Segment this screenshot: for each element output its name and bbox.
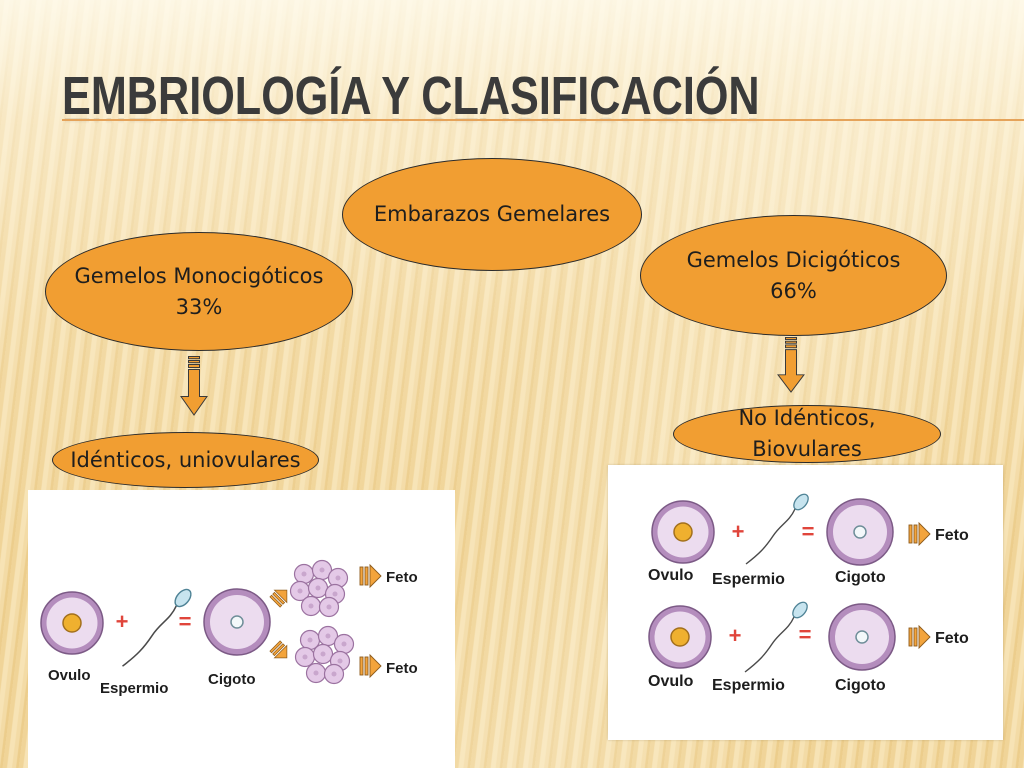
ovulo-cell xyxy=(651,500,715,564)
feto-arrow-icon xyxy=(908,522,931,546)
dizygotic-twins-figure: + = Ovulo Espermio Cigoto Feto + = Ovulo… xyxy=(608,465,1003,740)
blastomere xyxy=(318,596,340,618)
node-identicos-uniovulares: Idénticos, uniovulares xyxy=(52,432,319,488)
plus-sign: + xyxy=(732,519,745,544)
plus-sign: + xyxy=(729,623,742,648)
blastomere xyxy=(323,663,345,685)
equals-sign: = xyxy=(802,519,815,544)
node-label: Idénticos, uniovulares xyxy=(70,447,301,472)
cigoto-cell xyxy=(203,588,271,656)
blastomere xyxy=(300,595,322,617)
blastomere xyxy=(307,577,329,599)
division-arrow-icon xyxy=(268,639,294,665)
feto-label: Feto xyxy=(386,569,418,586)
node-label: Gemelos Monocigóticos xyxy=(74,263,324,288)
monozygotic-diagram: + = Ovulo Espermio xyxy=(40,559,418,697)
node-embarazos-gemelares: Embarazos Gemelares xyxy=(342,158,642,271)
cigoto-cell xyxy=(826,498,894,566)
cigoto-label: Cigoto xyxy=(208,671,255,688)
cigoto-cell xyxy=(828,603,896,671)
equals-sign: = xyxy=(179,609,192,634)
espermio-label: Espermio xyxy=(100,680,168,697)
node-gemelos-monocigoticos: Gemelos Monocigóticos 33% xyxy=(45,232,353,351)
node-label: No Idénticos, xyxy=(738,406,876,430)
down-arrow-icon xyxy=(180,356,208,416)
dizygotic-row-2: + = Ovulo Espermio Cigoto Feto xyxy=(648,598,969,694)
espermio-label: Espermio xyxy=(712,677,785,694)
blastomere xyxy=(294,646,316,668)
node-label: Gemelos Dicigóticos xyxy=(686,247,901,272)
slide-title: EMBRIOLOGÍA Y CLASIFICACIÓN xyxy=(62,66,760,126)
node-gemelos-dicigoticos: Gemelos Dicigóticos 66% xyxy=(640,215,947,336)
dizygotic-diagram: + = Ovulo Espermio Cigoto Feto + = Ovulo… xyxy=(648,490,969,694)
node-percentage: 66% xyxy=(770,278,817,303)
dizygotic-row-1: + = Ovulo Espermio Cigoto Feto xyxy=(648,490,969,588)
down-arrow-glyph xyxy=(180,356,208,416)
ovulo-cell xyxy=(648,605,712,669)
feto-arrow-icon xyxy=(359,654,382,678)
blastomere xyxy=(305,662,327,684)
monozygotic-twins-figure: + = Ovulo Espermio xyxy=(28,490,455,768)
title-underline xyxy=(62,119,1024,121)
blastomere xyxy=(312,643,334,665)
plus-sign: + xyxy=(116,609,129,634)
ovulo-label: Ovulo xyxy=(48,667,91,684)
embryo-cluster-top xyxy=(289,559,349,618)
blastomere xyxy=(333,633,355,655)
node-label: Biovulares xyxy=(752,437,862,461)
node-percentage: 33% xyxy=(175,294,223,319)
equals-sign: = xyxy=(799,622,812,647)
node-label: Embarazos Gemelares xyxy=(373,202,611,226)
espermio-label: Espermio xyxy=(712,571,785,588)
cigoto-label: Cigoto xyxy=(835,677,886,694)
feto-arrow-icon xyxy=(908,625,931,649)
ovulo-label: Ovulo xyxy=(648,673,694,690)
feto-label: Feto xyxy=(386,660,418,677)
down-arrow-icon xyxy=(777,336,805,393)
blastomere xyxy=(293,563,315,585)
feto-label: Feto xyxy=(935,527,969,544)
node-no-identicos-biovulares: No Idénticos, Biovulares xyxy=(673,405,941,463)
cigoto-label: Cigoto xyxy=(835,569,886,586)
ovulo-cell xyxy=(40,591,104,655)
ovulo-label: Ovulo xyxy=(648,567,694,584)
feto-label: Feto xyxy=(935,630,969,647)
embryo-cluster-bottom xyxy=(294,625,355,685)
division-arrow-icon xyxy=(268,583,294,609)
feto-arrow-icon xyxy=(359,564,382,588)
down-arrow-glyph xyxy=(777,336,805,393)
